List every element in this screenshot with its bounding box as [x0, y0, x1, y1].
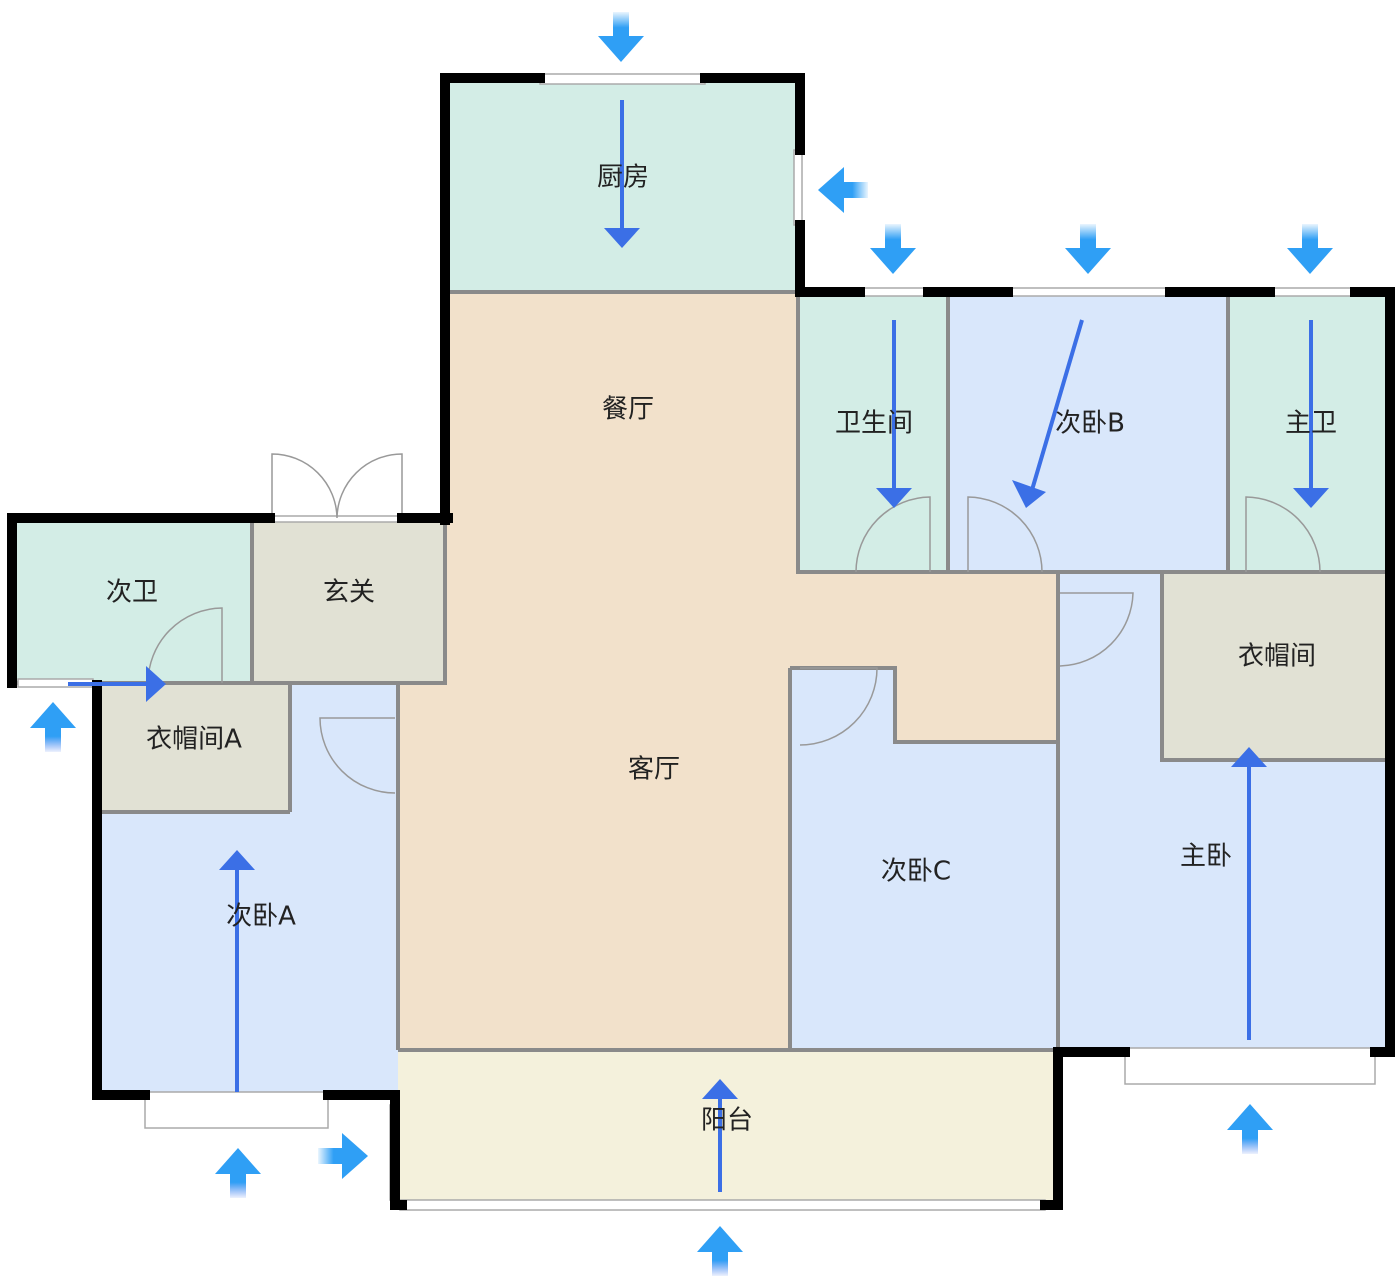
- room-bedroom-b: [950, 292, 1228, 572]
- label-kitchen: 厨房: [597, 163, 649, 193]
- room-foyer: [252, 522, 445, 683]
- wind-arrow-down-icon: [598, 12, 644, 62]
- doors: [147, 453, 1321, 794]
- room-closet: [1162, 572, 1388, 760]
- label-second-bath: 次卫: [106, 578, 158, 608]
- label-closet: 衣帽间: [1238, 642, 1316, 672]
- wind-arrow-up-icon: [697, 1226, 743, 1276]
- label-foyer: 玄关: [323, 578, 375, 608]
- label-master-bedroom: 主卧: [1180, 842, 1232, 872]
- label-living: 客厅: [628, 755, 680, 785]
- wind-arrow-up-icon: [215, 1148, 261, 1198]
- label-balcony: 阳台: [701, 1106, 753, 1136]
- label-bedroom-c: 次卧C: [881, 857, 951, 887]
- wind-arrow-right-icon: [318, 1133, 368, 1179]
- wind-arrow-down-icon: [1287, 224, 1333, 274]
- room-bedroom-c: [790, 668, 1058, 1050]
- label-master-bath: 主卫: [1285, 409, 1337, 439]
- room-second-bath: [12, 522, 250, 683]
- label-bathroom: 卫生间: [835, 409, 913, 439]
- wind-arrow-up-icon: [1227, 1104, 1273, 1154]
- label-dining: 餐厅: [602, 395, 654, 425]
- interior-walls: [12, 290, 1388, 1052]
- room-closet-a: [100, 685, 290, 812]
- exterior-walls: [7, 73, 1395, 1210]
- room-balcony: [398, 1050, 1055, 1205]
- label-closet-a: 衣帽间A: [146, 725, 242, 755]
- flow-arrows: [68, 100, 1329, 1192]
- wind-arrow-up-icon: [30, 702, 76, 752]
- wind-arrow-down-icon: [1065, 224, 1111, 274]
- room-living-dining: [398, 292, 1058, 1050]
- label-bedroom-a: 次卧A: [226, 902, 296, 932]
- wind-arrow-left-icon: [818, 167, 868, 213]
- label-bedroom-b: 次卧B: [1055, 409, 1125, 439]
- wind-arrow-down-icon: [870, 224, 916, 274]
